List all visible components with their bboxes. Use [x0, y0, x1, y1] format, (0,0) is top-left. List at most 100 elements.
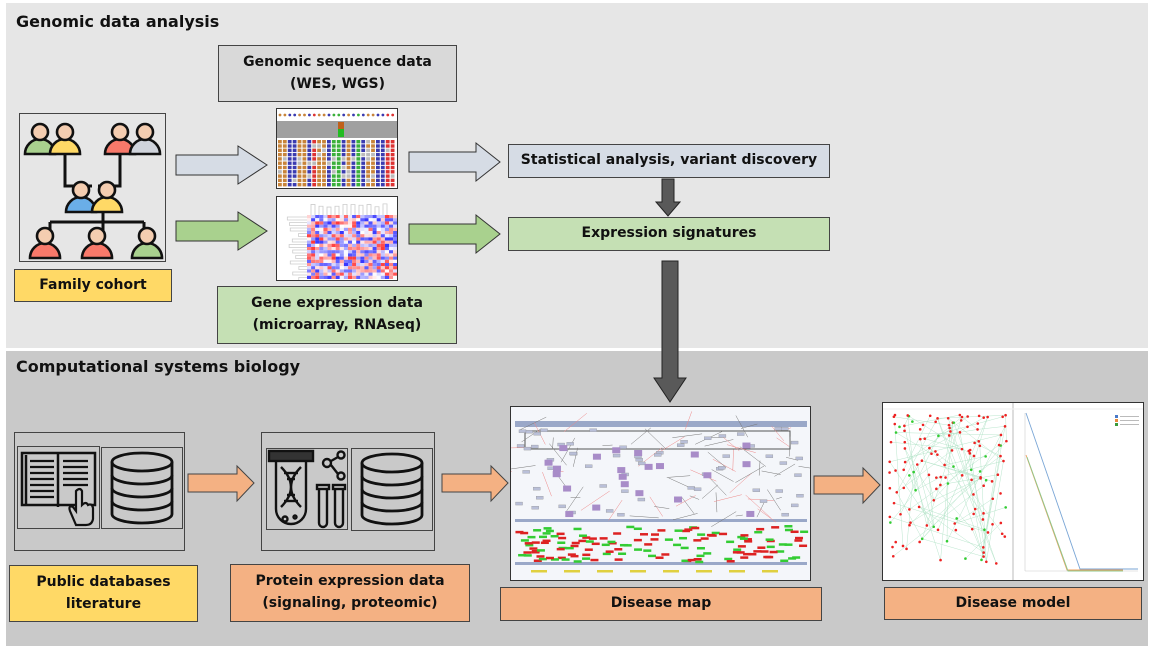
heatmap-cell	[368, 256, 373, 260]
heatmap-cell	[393, 253, 397, 257]
read-base	[322, 152, 326, 157]
map-gene-node	[582, 553, 591, 557]
network-edge	[924, 438, 962, 450]
heatmap-cell	[364, 231, 369, 235]
heatmap-cell	[393, 259, 397, 263]
network-node	[920, 537, 924, 541]
network-edge	[907, 415, 970, 454]
read-base	[312, 148, 317, 152]
read-base	[278, 152, 282, 157]
network-node	[970, 527, 974, 531]
heatmap-cell	[389, 231, 394, 235]
read-base	[331, 183, 336, 187]
heatmap-cell	[339, 247, 344, 251]
network-edge	[929, 447, 984, 514]
map-gene-node	[557, 541, 566, 545]
read-base	[292, 170, 297, 174]
heatmap-cell	[380, 269, 385, 273]
read-base	[380, 144, 385, 148]
heatmap-cell	[360, 237, 365, 241]
heatmap-cell	[364, 240, 369, 244]
network-node	[909, 521, 912, 524]
heatmap-cell	[311, 247, 316, 251]
map-complex	[552, 465, 561, 472]
heatmap-cell	[311, 227, 316, 231]
network-node	[918, 428, 922, 431]
network-node	[1003, 535, 1007, 538]
map-complex	[620, 481, 629, 488]
read-base	[361, 152, 366, 157]
read-base	[336, 144, 341, 148]
network-edge	[919, 440, 1007, 543]
map-edge	[672, 513, 698, 521]
map-gene-node	[543, 527, 552, 530]
read-base	[361, 183, 366, 187]
map-gene-node	[700, 537, 709, 540]
read-base	[356, 140, 361, 144]
heatmap-cell	[372, 237, 377, 241]
heatmap-cell	[352, 215, 357, 219]
read-base	[307, 165, 312, 170]
heatmap-cell	[335, 256, 340, 260]
map-edge	[776, 496, 782, 500]
read-base	[390, 165, 395, 170]
map-gene-node	[613, 532, 622, 535]
map-gene-node	[634, 548, 643, 551]
read-base	[351, 157, 356, 161]
read-base	[341, 174, 346, 178]
map-edge	[602, 444, 613, 446]
map-phenotype	[630, 570, 646, 573]
heatmap-cell	[343, 247, 348, 251]
heatmap-cell	[307, 240, 312, 244]
heatmap-cell	[389, 263, 394, 267]
read-base	[307, 183, 312, 187]
map-gene-node	[784, 543, 793, 546]
heatmap-cell	[311, 243, 316, 247]
read-base	[297, 144, 302, 148]
heatmap-cell	[327, 266, 332, 270]
network-node	[889, 521, 892, 524]
heatmap-cell	[343, 215, 348, 219]
network-node	[955, 517, 958, 520]
heatmap-cell	[360, 253, 365, 257]
heatmap-cell	[331, 247, 336, 251]
network-node	[908, 523, 911, 527]
read-base	[278, 178, 282, 183]
heatmap-cell	[393, 263, 397, 267]
network-node	[982, 551, 985, 554]
dark-arrow-signatures-to-map	[653, 260, 687, 403]
read-base	[390, 161, 395, 165]
dark-arrow-statistical-to-signatures	[654, 178, 682, 217]
heatmap-cell	[384, 263, 389, 267]
heatmap-cell	[360, 269, 365, 273]
read-base	[371, 174, 375, 178]
heatmap-cell	[331, 224, 336, 228]
heatmap-cell	[364, 237, 369, 241]
network-node	[947, 423, 951, 427]
map-node	[779, 461, 788, 465]
map-node	[531, 444, 539, 449]
read-base	[307, 152, 312, 157]
heatmap-cell	[384, 240, 389, 244]
network-edge	[981, 456, 1001, 560]
map-gene-node	[573, 527, 582, 531]
map-node	[637, 497, 646, 502]
read-base	[331, 170, 336, 174]
read-base	[336, 170, 341, 174]
network-node	[944, 476, 947, 479]
read-base	[287, 140, 292, 144]
map-gene-node	[585, 540, 594, 543]
map-gene-node	[657, 529, 666, 532]
read-base	[385, 144, 390, 148]
map-gene-node	[664, 538, 673, 541]
read-base	[331, 157, 336, 161]
network-node	[894, 540, 898, 544]
heatmap-cell	[352, 227, 357, 231]
map-edge	[654, 506, 670, 509]
network-node	[969, 468, 973, 472]
network-node	[934, 450, 937, 453]
read-base	[366, 148, 370, 152]
heatmap-cell	[311, 215, 316, 219]
heatmap-cell	[339, 234, 344, 238]
network-edge	[893, 502, 989, 533]
